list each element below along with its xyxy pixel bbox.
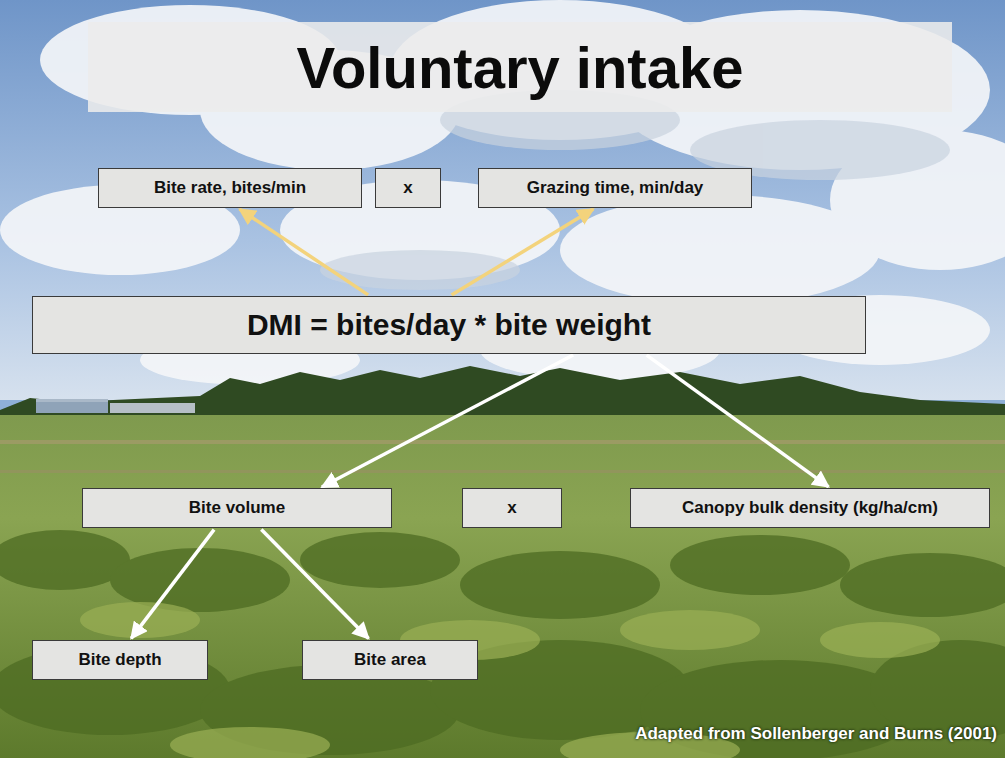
equation-box: DMI = bites/day * bite weight xyxy=(32,296,866,354)
node-text: DMI = bites/day * bite weight xyxy=(247,308,651,342)
factor-box: Canopy bulk density (kg/ha/cm) xyxy=(630,488,990,528)
node-text: Grazing time, min/day xyxy=(527,178,704,198)
arrow-connector xyxy=(647,355,829,487)
node-text: Bite depth xyxy=(78,650,161,670)
operator-box: x xyxy=(375,168,441,208)
node-text: Bite volume xyxy=(189,498,285,518)
citation: Adapted from Sollenberger and Burns (200… xyxy=(635,724,997,744)
node-text: Canopy bulk density (kg/ha/cm) xyxy=(682,498,938,518)
arrow-connector xyxy=(452,209,594,295)
factor-box: Bite depth xyxy=(32,640,208,680)
node-text: Bite rate, bites/min xyxy=(154,178,306,198)
node-text: x xyxy=(507,498,516,518)
arrow-connector xyxy=(131,530,214,639)
node-text: Bite area xyxy=(354,650,426,670)
arrow-connector xyxy=(240,209,369,295)
factor-box: Bite volume xyxy=(82,488,392,528)
factor-box: Bite area xyxy=(302,640,478,680)
factor-box: Bite rate, bites/min xyxy=(98,168,362,208)
factor-box: Grazing time, min/day xyxy=(478,168,752,208)
arrow-connector xyxy=(322,355,573,487)
node-text: x xyxy=(403,178,412,198)
arrow-connector xyxy=(261,529,368,638)
title-band: Voluntary intake xyxy=(88,22,952,112)
operator-box: x xyxy=(462,488,562,528)
title: Voluntary intake xyxy=(297,34,744,101)
